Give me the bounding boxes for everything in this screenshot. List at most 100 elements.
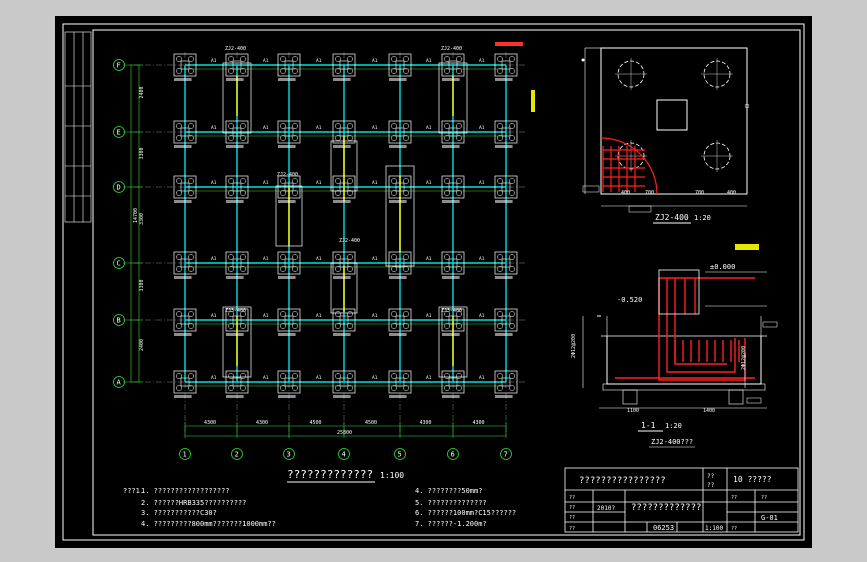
outer-frame <box>62 23 805 541</box>
dim-text: 1400 <box>703 408 715 414</box>
axis-bubble-row: C <box>113 257 125 269</box>
dim-text: 4500 <box>310 420 322 426</box>
svg-text:3: 3 <box>287 451 291 459</box>
pile-cap <box>173 120 197 148</box>
pile-cap <box>494 53 518 81</box>
dim-total: 25800 <box>337 430 352 436</box>
title-block[interactable] <box>564 467 799 533</box>
combined-cap <box>385 165 415 267</box>
title-sheet-no: G-01 <box>761 514 778 522</box>
cap-label: ZJ2-400 <box>441 46 462 52</box>
pile-cap <box>225 370 249 398</box>
pile-cap <box>277 370 301 398</box>
beam-label: A1 <box>316 375 322 381</box>
annotation-mark <box>531 90 535 112</box>
combined-cap <box>438 62 468 134</box>
beam-label: A1 <box>372 375 378 381</box>
dim-text: 3300 <box>139 147 145 159</box>
cap-label: ZJ3-400 <box>441 308 462 314</box>
section-rebar <box>615 277 755 381</box>
pile-cap <box>332 308 356 336</box>
pile-cap-section-detail[interactable]: ±0.000 -0.520 1100 1400 2Φ12@200 2Φ12@20… <box>571 244 778 414</box>
pile-cap <box>494 370 518 398</box>
beam-label: A1 <box>479 313 485 319</box>
beam-label: A1 <box>263 375 269 381</box>
pile-cap <box>225 251 249 279</box>
axis-bubble-col: 4 <box>338 448 350 460</box>
beam-label: A1 <box>263 313 269 319</box>
design-notes: ???1. 1. ?????????????????? 2. ??????HRB… <box>123 487 516 528</box>
dim-text: 2400 <box>139 339 145 351</box>
beam-label: A1 <box>263 256 269 262</box>
dim-text: 3300 <box>139 279 145 291</box>
axis-bubble-col: 1 <box>179 448 191 460</box>
pile-cap <box>388 370 412 398</box>
axis-bubble-row: F <box>113 59 125 71</box>
beam-label: A1 <box>263 180 269 186</box>
pile-cap-plan-detail[interactable]: 400 700 700 400 <box>581 47 750 213</box>
pile-cap <box>494 120 518 148</box>
note-item: 4. ?????????800mm???????1000mm?? <box>141 520 276 528</box>
beam-label: A1 <box>426 313 432 319</box>
pile-cap <box>173 175 197 203</box>
dim-text: 2Φ12@200 <box>571 334 577 358</box>
axis-bubble-row: E <box>113 126 125 138</box>
title-label: ?? <box>731 526 737 532</box>
svg-text:7: 7 <box>504 451 508 459</box>
svg-text:E: E <box>117 129 121 137</box>
pile-cap <box>494 175 518 203</box>
axis-bubble-row: A <box>113 376 125 388</box>
beam-label: A1 <box>263 125 269 131</box>
svg-text:5: 5 <box>398 451 402 459</box>
beam-label: A1 <box>426 58 432 64</box>
beam-label: A1 <box>316 180 322 186</box>
dim-text: 400 <box>621 190 630 196</box>
axis-bubble-col: 5 <box>394 448 406 460</box>
title-code: 06253 <box>653 524 674 532</box>
title-main: ???????????????? <box>579 476 666 486</box>
column-square <box>656 99 688 131</box>
dim-text: 2400 <box>139 86 145 98</box>
pile-cap <box>173 53 197 81</box>
cap-label: ZJ3-400 <box>225 308 246 314</box>
annotation-mark <box>495 42 523 46</box>
beam-label: A1 <box>372 58 378 64</box>
cap-label: ZJ2-400 <box>225 46 246 52</box>
axis-bubble-col: 6 <box>447 448 459 460</box>
beam-label: A1 <box>372 125 378 131</box>
combined-cap <box>438 306 468 378</box>
beam-label: A1 <box>479 375 485 381</box>
svg-text:B: B <box>117 317 121 325</box>
inner-frame <box>92 29 801 536</box>
pile-cap <box>388 308 412 336</box>
pile-cap <box>388 120 412 148</box>
dim-text: 1100 <box>627 408 639 414</box>
notes-heading: ???1. <box>123 487 144 495</box>
svg-text:2: 2 <box>235 451 239 459</box>
beam-label: A1 <box>316 125 322 131</box>
pile-cap <box>388 175 412 203</box>
title-label: ?? <box>569 515 575 521</box>
axis-bubble-col: 3 <box>283 448 295 460</box>
pile-cap <box>332 53 356 81</box>
pile-cap <box>441 370 465 398</box>
revision-strip <box>64 31 92 223</box>
note-item: 3. ???????????C30? <box>141 509 217 517</box>
pile-cap <box>173 370 197 398</box>
title-label: ?? <box>707 473 715 480</box>
beam-label: A1 <box>372 313 378 319</box>
beam-label: A1 <box>211 125 217 131</box>
pile-cap <box>441 175 465 203</box>
beam-label: A1 <box>211 180 217 186</box>
beam-label: A1 <box>372 256 378 262</box>
svg-text:6: 6 <box>451 451 455 459</box>
title-label: ?? <box>761 495 767 501</box>
pile-cap <box>388 251 412 279</box>
pile-cap <box>441 251 465 279</box>
beam-label: A1 <box>211 256 217 262</box>
beam-label: A1 <box>316 313 322 319</box>
detail-bottom-scale: 1:20 <box>665 422 682 430</box>
